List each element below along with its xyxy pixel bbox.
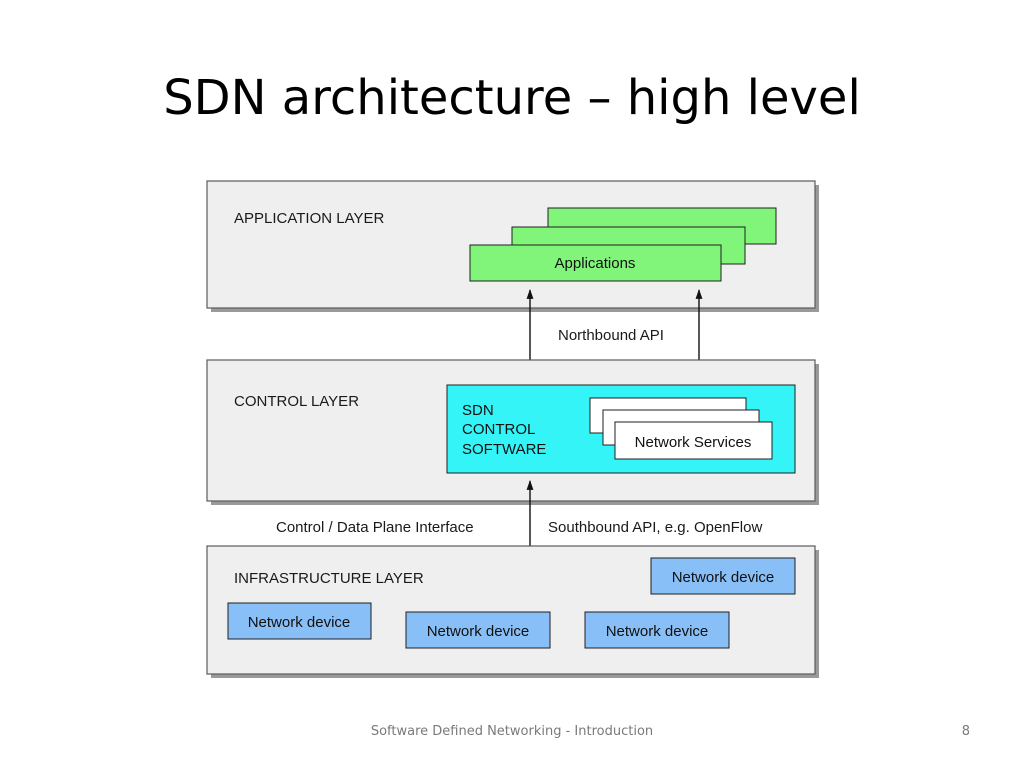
page-number: 8: [961, 724, 970, 739]
network-device-box-3: [405, 611, 551, 649]
network-device-label-3: Network device: [427, 623, 530, 640]
infrastructure-layer: INFRASTRUCTURE LAYER Network device Netw…: [206, 545, 819, 678]
southbound-api-label: Southbound API, e.g. OpenFlow: [548, 519, 762, 536]
control-layer: CONTROL LAYER SDN CONTROL SOFTWARE Netwo…: [206, 359, 819, 505]
sdn-control-software-line-1: SDN: [462, 402, 494, 419]
network-services-box-front: [614, 421, 773, 460]
slide-footer: Software Defined Networking - Introducti…: [370, 724, 654, 739]
northbound-api-label: Northbound API: [558, 327, 664, 344]
network-device-label-4: Network device: [606, 623, 709, 640]
application-layer: APPLICATION LAYER Applications: [206, 180, 819, 312]
network-device-box-2: [227, 602, 372, 640]
network-device-label-1: Network device: [672, 569, 775, 586]
network-services-label: Network Services: [635, 434, 752, 451]
network-device-box-1: [650, 557, 796, 595]
control-data-plane-interface-label: Control / Data Plane Interface: [276, 519, 474, 536]
network-device-box-4: [584, 611, 730, 649]
application-box-front: [469, 244, 722, 282]
slide-title: SDN architecture – high level: [163, 70, 861, 126]
sdn-control-software-line-2: CONTROL: [462, 421, 535, 438]
control-layer-label: CONTROL LAYER: [234, 393, 359, 410]
infrastructure-layer-label: INFRASTRUCTURE LAYER: [234, 570, 424, 587]
applications-label: Applications: [555, 255, 636, 272]
sdn-control-software-line-3: SOFTWARE: [462, 441, 546, 458]
application-layer-label: APPLICATION LAYER: [234, 210, 384, 227]
network-device-label-2: Network device: [248, 614, 351, 631]
